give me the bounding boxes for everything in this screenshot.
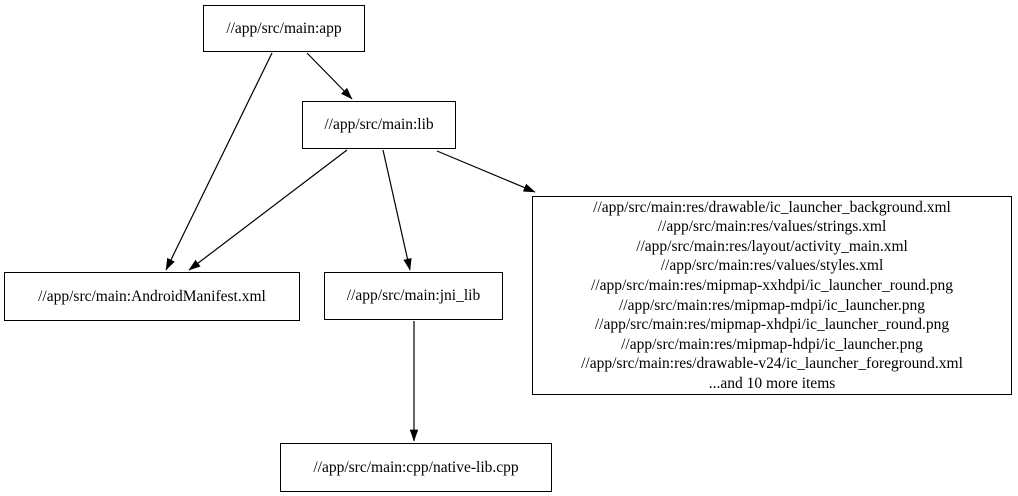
res-file-item: //app/src/main:res/mipmap-mdpi/ic_launch… (618, 296, 926, 314)
res-file-item: //app/src/main:res/mipmap-xhdpi/ic_launc… (594, 316, 950, 334)
res-file-item: //app/src/main:res/values/strings.xml (657, 218, 887, 236)
res-more-items: ...and 10 more items (708, 374, 836, 392)
edge-app-to-manifest (165, 52, 273, 271)
node-jni-lib: //app/src/main:jni_lib (324, 272, 503, 320)
edge-lib-to-manifest (188, 149, 348, 271)
node-lib: //app/src/main:lib (302, 101, 456, 149)
node-lib-label: //app/src/main:lib (324, 116, 434, 133)
node-native-lib-cpp: //app/src/main:cpp/native-lib.cpp (280, 443, 552, 492)
res-file-item: //app/src/main:res/mipmap-xxhdpi/ic_laun… (590, 276, 953, 294)
res-file-item: //app/src/main:res/values/styles.xml (660, 257, 884, 275)
edge-lib-to-res (436, 150, 536, 193)
node-app-label: //app/src/main:app (226, 19, 342, 37)
node-res-files: //app/src/main:res/drawable/ic_launcher_… (532, 196, 1012, 395)
node-app: //app/src/main:app (203, 5, 365, 52)
edge-app-to-lib (306, 52, 353, 100)
node-android-manifest-label: //app/src/main:AndroidManifest.xml (38, 287, 266, 305)
node-jni-lib-label: //app/src/main:jni_lib (346, 287, 481, 304)
node-native-lib-cpp-label: //app/src/main:cpp/native-lib.cpp (313, 458, 519, 476)
node-android-manifest: //app/src/main:AndroidManifest.xml (4, 272, 300, 321)
res-file-item: //app/src/main:res/mipmap-hdpi/ic_launch… (621, 335, 923, 353)
edge-lib-to-jni-lib (382, 149, 412, 271)
res-file-item: //app/src/main:res/drawable-v24/ic_launc… (581, 355, 963, 373)
res-file-item: //app/src/main:res/layout/activity_main.… (636, 237, 908, 255)
res-file-item: //app/src/main:res/drawable/ic_launcher_… (593, 198, 951, 216)
